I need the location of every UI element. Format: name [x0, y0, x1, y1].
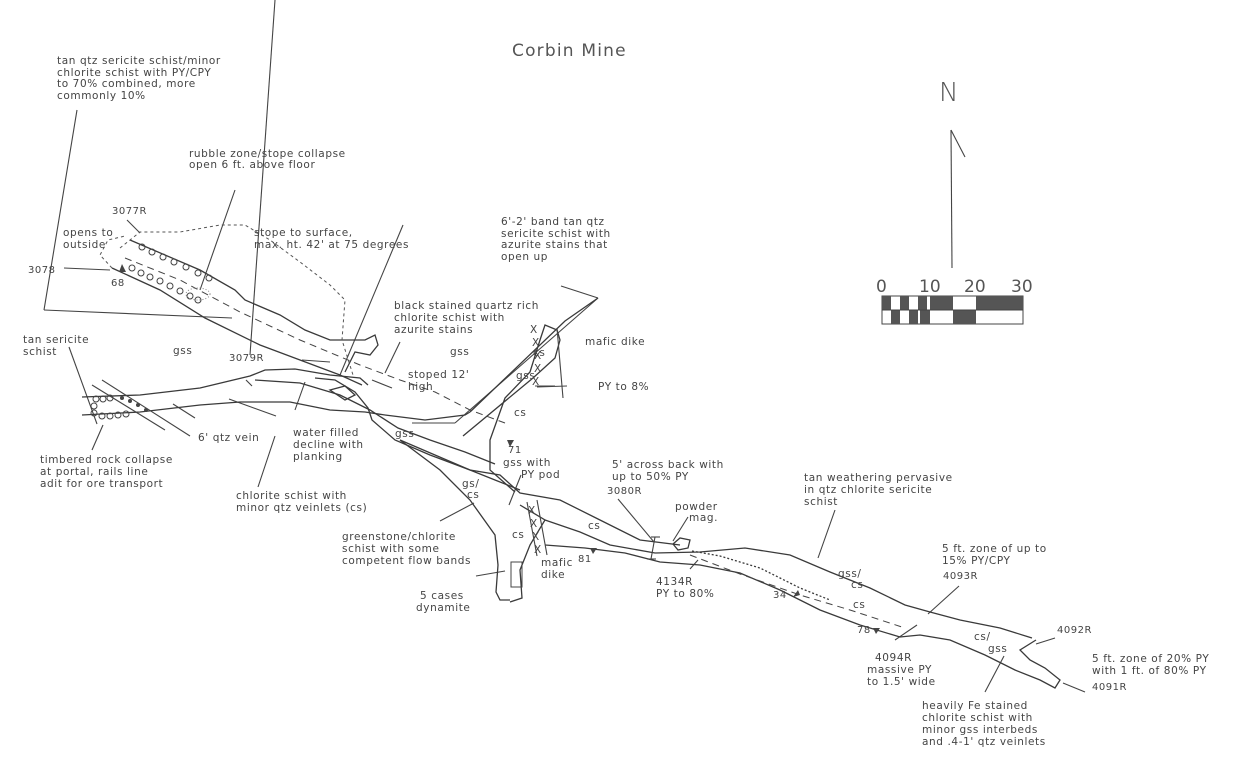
note-tan-weathering: tan weathering pervasive in qtz chlorite… — [804, 472, 957, 508]
note-chlorite-cs: chlorite schist with minor qtz veinlets … — [236, 490, 367, 514]
svg-text:X: X — [534, 363, 542, 375]
note-qtz-vein: 6' qtz vein — [198, 432, 259, 444]
unit-cs: cs — [853, 599, 865, 611]
note-five-across: 5' across back with up to 50% PY — [612, 459, 728, 483]
scale-tick-30: 30 — [1011, 277, 1033, 297]
sample-3078: 3078 — [28, 265, 55, 276]
note-dynamite: 5 cases dynamite — [416, 590, 471, 614]
annotations: tan qtz sericite schist/minor chlorite s… — [23, 55, 1213, 748]
svg-text:X: X — [532, 376, 540, 388]
scale-tick-0: 0 — [876, 277, 887, 297]
rock-units: gss gss gss gss cs cs cs cs gs/ cs gss/ … — [173, 345, 1007, 655]
note-mafic-dike-upper: mafic dike — [585, 336, 645, 348]
note-timbered: timbered rock collapse at portal, rails … — [40, 454, 177, 490]
note-five-ft-15: 5 ft. zone of up to 15% PY/CPY — [942, 543, 1051, 567]
svg-text:X: X — [532, 531, 540, 543]
dip-81: 81 — [578, 554, 592, 565]
note-py-8: PY to 8% — [598, 381, 649, 393]
dip-78: 78 — [857, 625, 871, 636]
note-mafic-dike-lower: mafic dike — [541, 557, 577, 581]
svg-text:X: X — [530, 324, 538, 336]
note-tan-sericite: tan sericite schist — [23, 334, 93, 358]
svg-text:X: X — [530, 518, 538, 530]
sample-4091r: 4091R — [1092, 682, 1127, 693]
scale-tick-20: 20 — [964, 277, 986, 297]
svg-text:X: X — [534, 544, 542, 556]
note-black-stained: black stained quartz rich chlorite schis… — [394, 300, 543, 336]
unit-gss: gss — [395, 428, 414, 440]
note-band: 6'-2' band tan qtz sericite schist with … — [501, 216, 615, 263]
sample-4092r: 4092R — [1057, 625, 1092, 636]
scale-bar: 0 10 20 30 — [876, 277, 1033, 325]
unit-gss: gss — [450, 346, 469, 358]
dip-71: 71 — [508, 445, 522, 456]
sample-3079r: 3079R — [229, 353, 264, 364]
unit-gs-cs: gs/ cs — [462, 478, 483, 501]
sample-3080r: 3080R — [607, 486, 642, 497]
sample-4093r: 4093R — [943, 571, 978, 582]
note-stoped: stoped 12' high — [408, 369, 473, 393]
note-heavily-fe: heavily Fe stained chlorite schist with … — [922, 700, 1046, 748]
dip-68: 68 — [111, 278, 125, 289]
adit-walls: X X X X X X X X X — [81, 224, 1061, 689]
unit-cs: cs — [514, 407, 526, 419]
north-arrow-icon: N — [939, 78, 966, 269]
note-powder-mag: powder mag. — [675, 501, 722, 524]
unit-gss: gss — [516, 370, 535, 382]
note-stope: stope to surface, max. ht. 42' at 75 deg… — [254, 227, 409, 251]
unit-gss-cs: gss/ cs — [838, 568, 866, 591]
note-tan-qtz: tan qtz sericite schist/minor chlorite s… — [57, 55, 225, 102]
svg-text:X: X — [532, 337, 540, 349]
note-4134r: 4134R PY to 80% — [656, 576, 714, 600]
note-water-filled: water filled decline with planking — [293, 427, 368, 463]
note-five-ft-20: 5 ft. zone of 20% PY with 1 ft. of 80% P… — [1092, 653, 1213, 677]
svg-text:X: X — [534, 350, 542, 362]
svg-text:X: X — [528, 505, 536, 517]
unit-cs-gss: cs/ gss — [974, 631, 1007, 655]
sample-ids: 3077R 3078 3079R 3080R 4093R 4092R 4091R — [28, 206, 1127, 693]
sample-3077r: 3077R — [112, 206, 147, 217]
unit-cs: cs — [512, 529, 524, 541]
dip-34: 34 — [773, 590, 787, 601]
leader-lines — [43, 0, 1086, 693]
note-opens-outside: opens to outside — [63, 227, 117, 251]
note-4094r: 4094R massive PY to 1.5' wide — [867, 652, 936, 688]
north-label: N — [939, 78, 958, 108]
note-rubble-zone: rubble zone/stope collapse open 6 ft. ab… — [189, 148, 350, 171]
unit-cs: cs — [533, 347, 545, 359]
unit-gss: gss — [173, 345, 192, 357]
dip-readings: 68 71 81 34 78 — [111, 278, 871, 636]
note-greenstone: greenstone/chlorite schist with some com… — [342, 531, 471, 567]
note-gss-pod: gss with PY pod — [503, 457, 560, 481]
scale-tick-10: 10 — [919, 277, 941, 297]
unit-cs: cs — [588, 520, 600, 532]
map-title: Corbin Mine — [512, 41, 627, 61]
